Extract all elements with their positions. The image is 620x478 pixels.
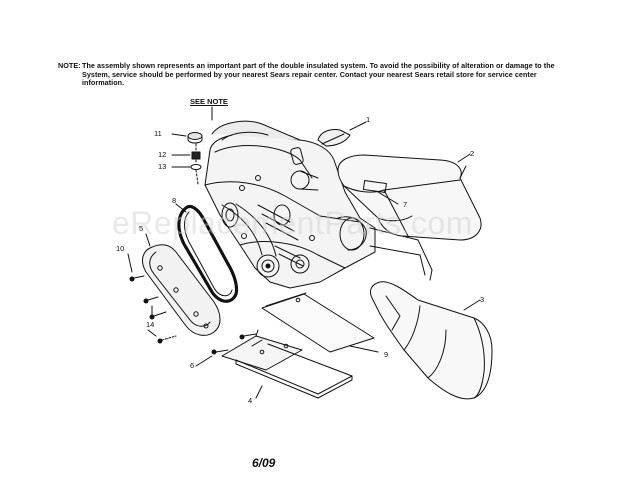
leader-11-12-13: [171, 133, 191, 168]
parts-11-12-13: [171, 132, 203, 185]
callout-7: 7: [403, 200, 408, 209]
part-7-label: [362, 180, 399, 205]
callout-4: 4: [248, 396, 253, 405]
part-9-platen: [261, 292, 379, 353]
screws-10-14: [127, 253, 177, 344]
callout-13: 13: [158, 162, 167, 171]
leader-9: [349, 345, 379, 353]
callout-11: 11: [154, 129, 162, 138]
leader-7: [377, 191, 399, 205]
part-4-bottom-plate: [221, 329, 353, 399]
callout-6: 6: [190, 361, 195, 370]
note-line-2: System, service should be performed by y…: [82, 69, 537, 79]
callout-2: 2: [470, 149, 475, 158]
motor-housing: [204, 120, 433, 289]
assembly-note: NOTE:The assembly shown represents an im…: [58, 61, 588, 88]
see-note-label: SEE NOTE: [190, 97, 228, 106]
callout-3: 3: [480, 295, 485, 304]
note-line-3: information.: [82, 78, 125, 88]
part-3-dust-bag: [369, 281, 493, 400]
callout-9: 9: [384, 350, 389, 359]
revision-date: 6/09: [252, 456, 276, 470]
leader-3: [463, 299, 481, 311]
leader-5: [145, 233, 151, 247]
callout-12: 12: [158, 150, 167, 159]
callout-10: 10: [116, 244, 125, 253]
part-8-drive-belt: [175, 203, 239, 303]
note-line-1: The assembly shown represents an importa…: [82, 61, 555, 70]
leader-14: [147, 305, 157, 337]
callout-5: 5: [139, 224, 144, 233]
leader-2: [457, 153, 471, 179]
leader-10: [127, 253, 133, 273]
callout-8: 8: [172, 196, 177, 205]
leader-6: [195, 355, 213, 367]
part-6-screws: [195, 333, 257, 367]
part-1-pad: [317, 121, 367, 147]
part-5-belt-cover: [142, 233, 221, 336]
leader-8: [175, 203, 187, 213]
leader-4: [255, 385, 263, 399]
note-heading: NOTE:: [58, 61, 81, 70]
callout-14: 14: [146, 320, 155, 329]
callout-1: 1: [366, 115, 371, 124]
leader-1: [349, 121, 367, 131]
